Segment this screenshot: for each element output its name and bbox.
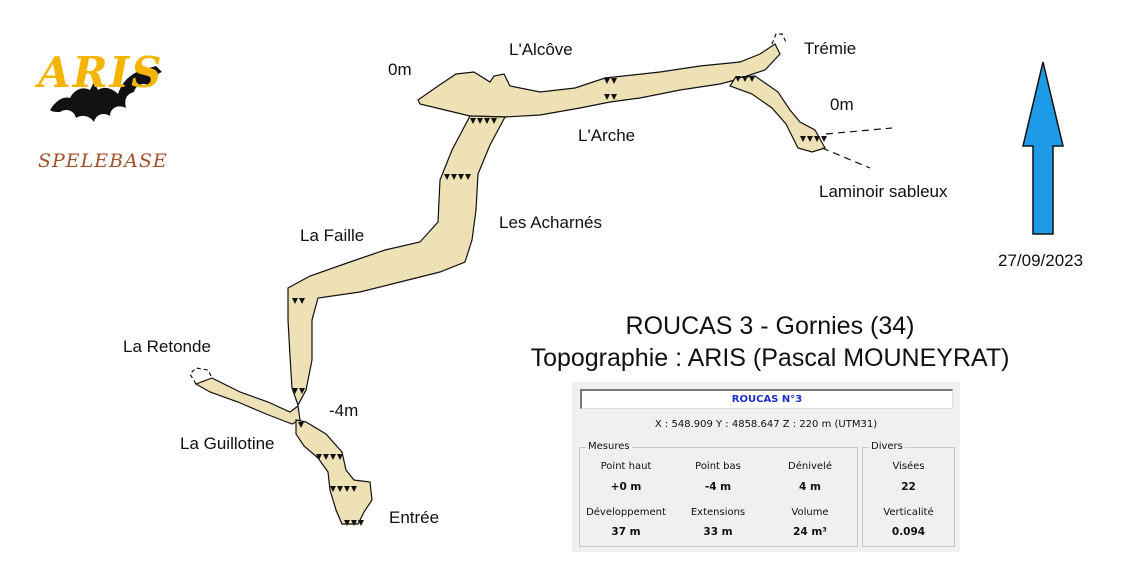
map-title-line2: Topographie : ARIS (Pascal MOUNEYRAT) (530, 344, 1010, 372)
logo-aris-text: ARIS (38, 48, 164, 97)
pitch-triangle (351, 520, 357, 526)
pitch-symbols (292, 76, 827, 526)
pitch-triangle (344, 520, 350, 526)
mesures-title: Mesures (586, 441, 632, 452)
pitch-triangle (292, 388, 298, 394)
verticalite-label: Verticalité (883, 507, 934, 518)
pitch-triangle (484, 118, 490, 124)
cave-info-panel: ROUCAS N°3 X : 548.909 Y : 4858.647 Z : … (572, 382, 960, 552)
pitch-triangle (477, 118, 483, 124)
pitch-triangle (337, 454, 343, 460)
pitch-triangle (292, 298, 298, 304)
pitch-triangle (735, 76, 741, 82)
volume-value: 24 m³ (793, 526, 827, 538)
survey-date: 27/09/2023 (998, 251, 1084, 270)
pitch-triangle (323, 454, 329, 460)
pitch-triangle (470, 118, 476, 124)
cave-coordinates: X : 548.909 Y : 4858.647 Z : 220 m (UTM3… (654, 419, 878, 430)
pitch-triangle (800, 136, 806, 142)
extensions-value: 33 m (703, 526, 733, 538)
retonde-dashed-end (189, 367, 213, 385)
pitch-triangle (299, 388, 305, 394)
retonde-passage (194, 377, 301, 425)
point-haut-value: +0 m (610, 481, 642, 493)
pitch-triangle (604, 94, 610, 100)
developpement-value: 37 m (611, 526, 641, 538)
bat-icon (50, 66, 162, 122)
pitch-triangle (611, 78, 617, 84)
pitch-triangle (351, 486, 357, 492)
pitch-triangle (298, 422, 304, 428)
cave-passages (189, 33, 893, 525)
pitch-triangle (330, 454, 336, 460)
extensions-label: Extensions (690, 507, 746, 518)
pitch-triangle (337, 486, 343, 492)
pitch-triangle (742, 76, 748, 82)
laminoir-dashed-lower (821, 147, 871, 169)
mesures-group: Mesures Point haut +0 m Point bas -4 m D… (579, 441, 858, 547)
tremie-dashed-end (771, 33, 787, 45)
label-retonde: La Retonde (123, 337, 211, 356)
pitch-triangle (299, 298, 305, 304)
pitch-triangle (344, 486, 350, 492)
point-bas-label: Point bas (695, 461, 741, 472)
developpement-label: Développement (586, 507, 666, 518)
point-bas-value: -4 m (704, 481, 732, 493)
cave-name-field: ROUCAS N°3 (580, 389, 953, 409)
pitch-triangle (807, 136, 813, 142)
label-zero-top: 0m (388, 60, 412, 79)
north-arrow-icon (1022, 61, 1064, 235)
pitch-triangle (465, 174, 471, 180)
label-tremie: Trémie (804, 39, 857, 58)
pitch-triangle (330, 486, 336, 492)
label-minus4: -4m (329, 401, 359, 420)
logo-spelebase-text: SPELEBASE (38, 150, 168, 172)
pitch-triangle (814, 136, 820, 142)
denivele-label: Dénivelé (788, 461, 832, 472)
entrance-passage (295, 419, 373, 525)
pitch-triangle (316, 454, 322, 460)
divers-title: Divers (869, 441, 905, 452)
pitch-triangle (358, 520, 364, 526)
pitch-triangle (604, 78, 610, 84)
label-arche: L'Arche (578, 126, 636, 145)
pitch-triangle (491, 118, 497, 124)
pitch-triangle (749, 76, 755, 82)
verticalite-value: 0.094 (891, 526, 926, 538)
laminoir-passage (729, 75, 826, 153)
label-guillotine: La Guillotine (180, 434, 275, 453)
label-laminoir: Laminoir sableux (819, 182, 948, 201)
divers-group: Divers Visées 22 Verticalité 0.094 (862, 441, 955, 547)
upper-gallery-passage (417, 43, 781, 118)
pitch-triangle (611, 94, 617, 100)
faille-passage (287, 115, 506, 407)
point-haut-label: Point haut (600, 461, 652, 472)
denivele-value: 4 m (799, 481, 821, 493)
pitch-triangle (821, 136, 827, 142)
pitch-triangle (451, 174, 457, 180)
label-entree: Entrée (389, 508, 440, 527)
pitch-triangle (458, 174, 464, 180)
visees-label: Visées (892, 461, 925, 472)
map-title-line1: ROUCAS 3 - Gornies (34) (625, 312, 915, 340)
laminoir-dashed-upper (825, 127, 893, 135)
label-faille: La Faille (300, 226, 365, 245)
visees-value: 22 (901, 481, 916, 493)
label-acharnes: Les Acharnés (499, 213, 603, 232)
volume-label: Volume (791, 507, 829, 518)
label-zero-right: 0m (830, 95, 854, 114)
label-alcove: L'Alcôve (509, 40, 573, 59)
pitch-triangle (444, 174, 450, 180)
